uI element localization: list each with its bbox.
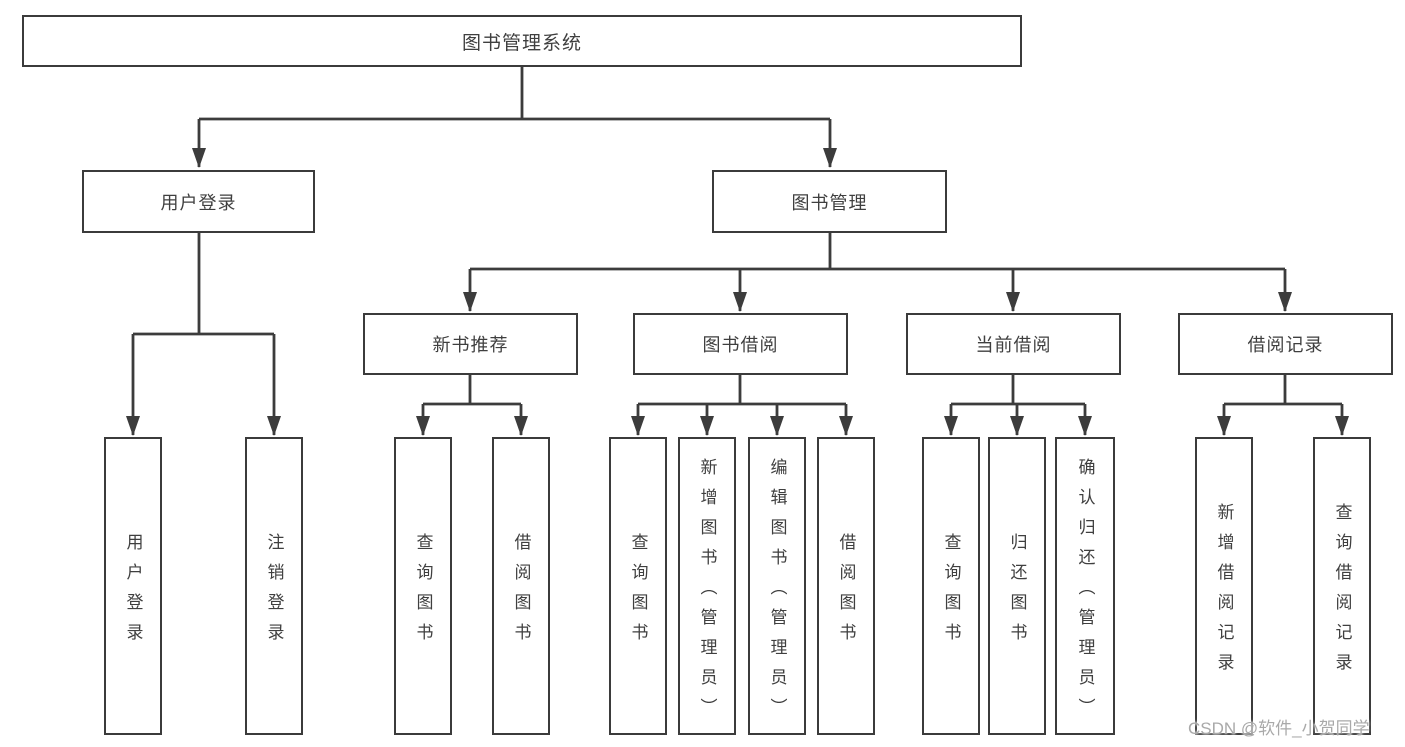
node-book-management-module: 图书管理 <box>712 170 947 233</box>
node-book-borrowing: 图书借阅 <box>633 313 848 375</box>
node-label: 编辑图书（管理员） <box>767 457 787 728</box>
node-leaf-query-borrow-record: 查询借阅记录 <box>1313 437 1371 735</box>
node-root-system: 图书管理系统 <box>22 15 1022 67</box>
node-leaf-current-query-book: 查询图书 <box>922 437 980 735</box>
node-label: 归还图书 <box>1007 532 1027 653</box>
node-leaf-confirm-return-admin: 确认归还（管理员） <box>1055 437 1115 735</box>
node-leaf-return-book: 归还图书 <box>988 437 1046 735</box>
node-label: 当前借阅 <box>975 335 1052 355</box>
node-new-book-recommend: 新书推荐 <box>363 313 578 375</box>
node-label: 用户登录 <box>160 192 237 213</box>
node-user-login-module: 用户登录 <box>82 170 315 233</box>
node-leaf-recommend-borrow-book: 借阅图书 <box>492 437 550 735</box>
node-label: 新书推荐 <box>432 335 509 355</box>
node-leaf-add-borrow-record: 新增借阅记录 <box>1195 437 1253 735</box>
node-borrow-records: 借阅记录 <box>1178 313 1393 375</box>
node-label: 查询图书 <box>628 532 648 653</box>
node-leaf-recommend-query-book: 查询图书 <box>394 437 452 735</box>
node-label: 用户登录 <box>123 532 143 653</box>
node-leaf-borrowing-query-book: 查询图书 <box>609 437 667 735</box>
node-label: 借阅图书 <box>836 532 856 653</box>
node-label: 确认归还（管理员） <box>1075 457 1095 728</box>
node-label: 图书管理 <box>791 192 868 213</box>
node-leaf-edit-book-admin: 编辑图书（管理员） <box>748 437 806 735</box>
node-leaf-add-book-admin: 新增图书（管理员） <box>678 437 736 735</box>
node-leaf-user-login: 用户登录 <box>104 437 162 735</box>
node-label: 图书借阅 <box>702 335 779 355</box>
node-label: 新增图书（管理员） <box>697 457 717 728</box>
node-label: 注销登录 <box>264 532 284 653</box>
node-label: 图书管理系统 <box>461 32 582 54</box>
node-label: 借阅图书 <box>511 532 531 653</box>
node-leaf-borrowing-borrow-book: 借阅图书 <box>817 437 875 735</box>
node-current-borrowing: 当前借阅 <box>906 313 1121 375</box>
node-label: 查询借阅记录 <box>1332 502 1352 683</box>
node-label: 新增借阅记录 <box>1214 502 1234 683</box>
node-label: 借阅记录 <box>1247 335 1324 355</box>
node-label: 查询图书 <box>941 532 961 653</box>
watermark-text: CSDN @软件_小贺同学 <box>1188 719 1370 738</box>
node-leaf-logout: 注销登录 <box>245 437 303 735</box>
node-label: 查询图书 <box>413 532 433 653</box>
